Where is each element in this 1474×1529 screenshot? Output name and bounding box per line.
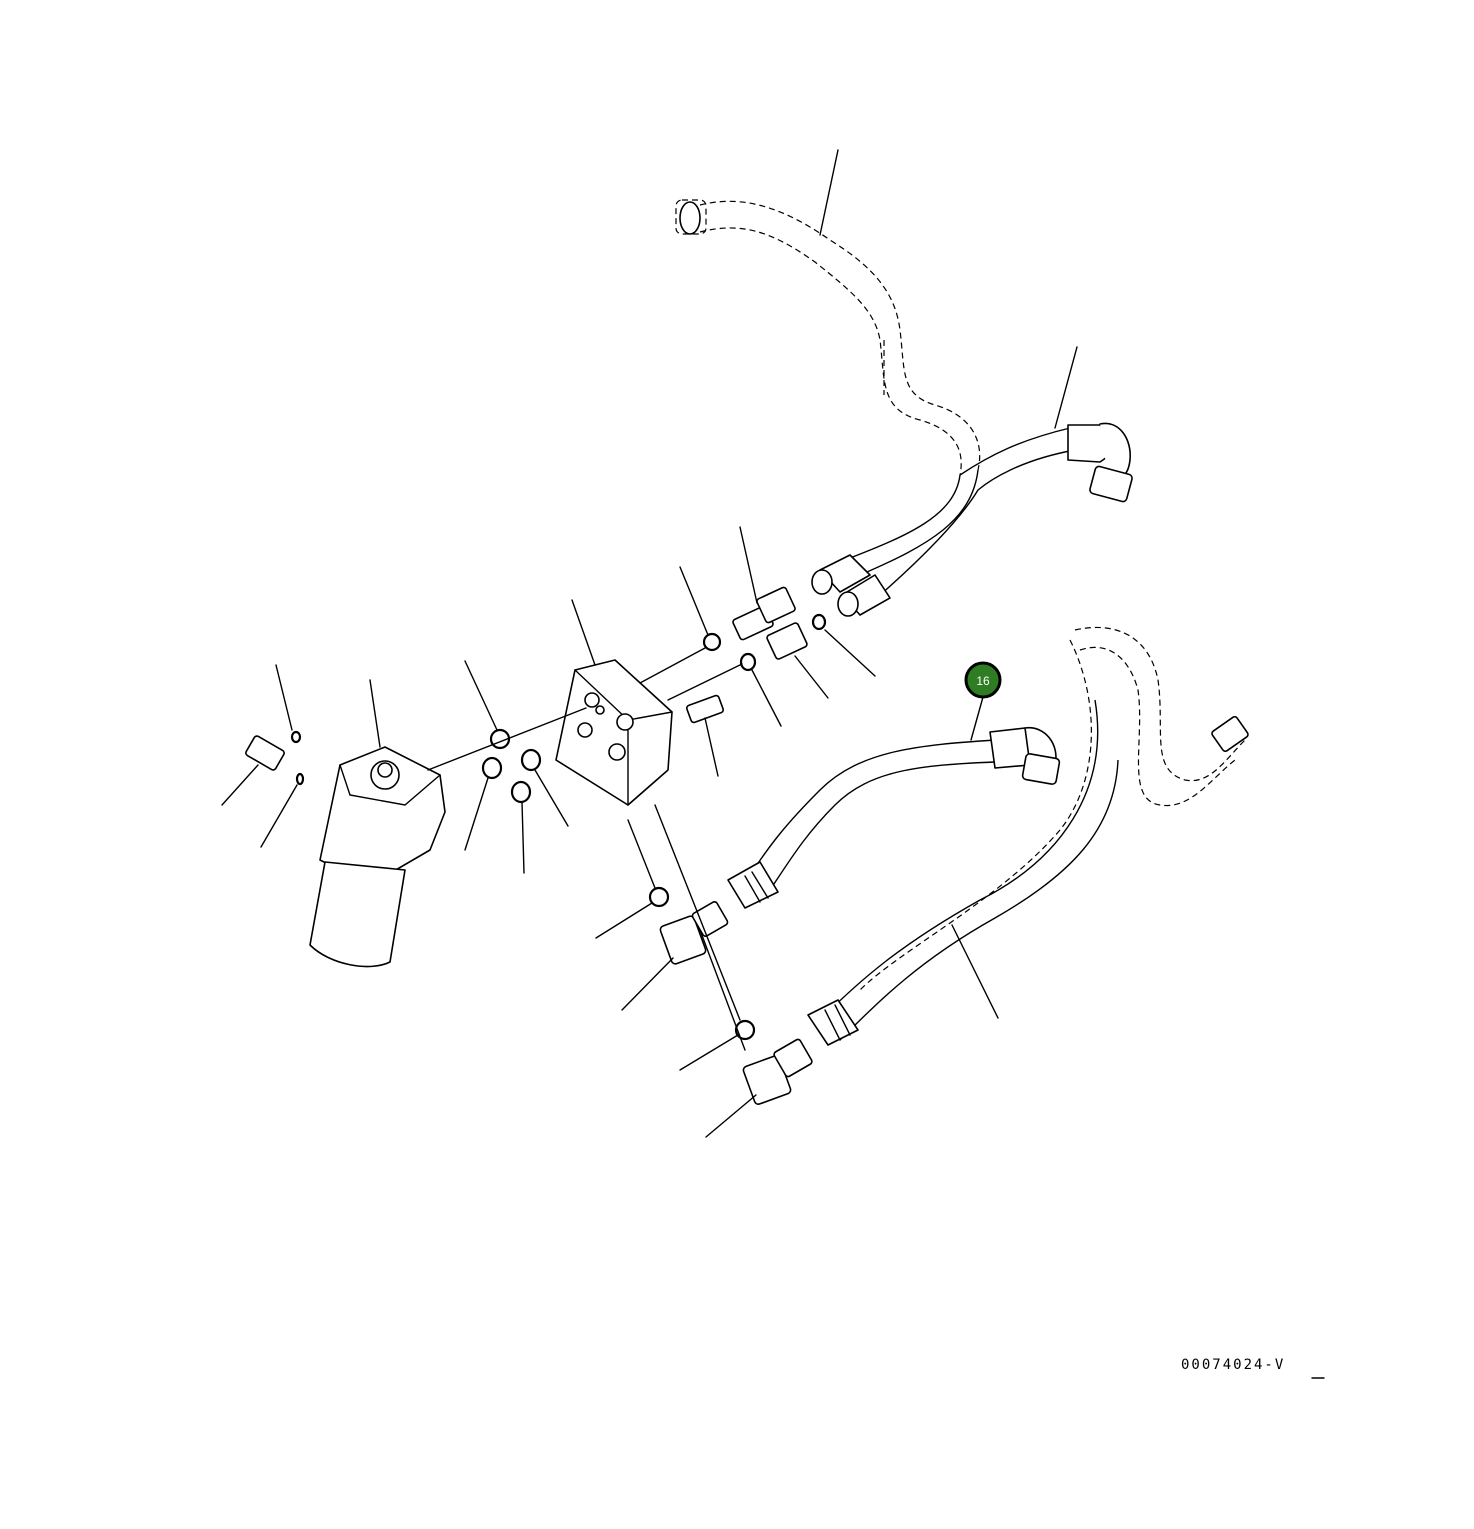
o-rings [290, 613, 827, 1041]
hose-upper-dashed [675, 199, 981, 476]
hose-lower-dashed [859, 626, 1246, 991]
steering-unit [309, 746, 446, 968]
hose-callout-16 [727, 727, 1061, 909]
fittings [245, 586, 813, 1105]
callout-16-label[interactable]: 16 [976, 674, 990, 688]
hose-upper-right [811, 422, 1133, 617]
callout-16-badge[interactable] [964, 661, 1002, 699]
assembly-lines [427, 647, 746, 1051]
valve-block [555, 659, 673, 806]
drawing-number: 00074024-V [1181, 1357, 1286, 1373]
leader-lines [221, 149, 1078, 1138]
callout-16[interactable]: 16 [964, 661, 1002, 699]
hose-lower-long [807, 699, 1249, 1046]
